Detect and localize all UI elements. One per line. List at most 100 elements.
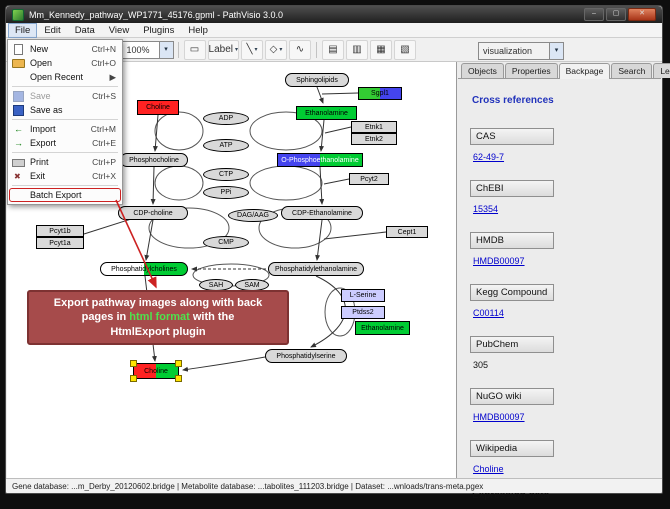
pathway-node-cdp-ethanolamine[interactable]: CDP-Ethanolamine bbox=[281, 206, 363, 220]
menu-separator bbox=[12, 119, 118, 120]
connector-tool-icon: ∿ bbox=[295, 44, 305, 55]
menu-view[interactable]: View bbox=[108, 24, 130, 36]
node-label: SAM bbox=[244, 281, 260, 289]
connector-tool-button[interactable]: ∿ bbox=[289, 39, 311, 60]
pathway-node-cmp[interactable]: CMP bbox=[203, 236, 249, 249]
export-icon bbox=[12, 138, 26, 149]
zoom-combobox[interactable]: 100% ▾ bbox=[121, 40, 174, 59]
chevron-down-icon[interactable]: ▾ bbox=[254, 47, 258, 53]
tab-backpage[interactable]: Backpage bbox=[558, 63, 611, 79]
align-vertical-button[interactable]: ▥ bbox=[346, 39, 368, 60]
reference-link[interactable]: HMDB00097 bbox=[473, 256, 525, 266]
menu-help[interactable]: Help bbox=[188, 24, 208, 36]
pathway-node-etnk1[interactable]: Etnk1 bbox=[351, 121, 397, 133]
distribute-vertical-button[interactable]: ▧ bbox=[394, 39, 416, 60]
pathway-node-choline[interactable]: Choline bbox=[137, 100, 179, 115]
pathway-node-sphingolipids[interactable]: Sphingolipids bbox=[285, 73, 349, 87]
pathway-node-phosphocholine[interactable]: Phosphocholine bbox=[120, 153, 188, 167]
chevron-down-icon[interactable]: ▾ bbox=[158, 41, 173, 58]
pathway-node-o-phosphoethanolamine[interactable]: O-Phosphoethanolamine bbox=[277, 153, 363, 167]
tab-properties[interactable]: Properties bbox=[504, 63, 558, 78]
open-icon bbox=[12, 58, 26, 69]
expression-data-heading: Expression data bbox=[472, 490, 550, 501]
pathway-node-ptdss2[interactable]: Ptdss2 bbox=[341, 306, 385, 319]
chevron-down-icon[interactable]: ▾ bbox=[234, 47, 238, 53]
status-text: Gene database: ...m_Derby_20120602.bridg… bbox=[12, 481, 484, 491]
reference-link[interactable]: 62-49-7 bbox=[473, 152, 505, 162]
menu-file[interactable]: File bbox=[8, 22, 38, 38]
pathway-node-l-serine[interactable]: L-Serine bbox=[341, 289, 385, 302]
pathway-node-dag-aag[interactable]: DAG/AAG bbox=[228, 209, 278, 222]
pathway-node-phosphatidylcholines[interactable]: Phosphatidylcholines bbox=[100, 262, 188, 276]
pathway-node-ethanolamine[interactable]: Ethanolamine bbox=[355, 321, 410, 335]
chevron-down-icon[interactable]: ▾ bbox=[279, 47, 283, 53]
menu-shortcut: Ctrl+N bbox=[91, 44, 116, 54]
node-label: Ethanolamine bbox=[361, 324, 404, 332]
file-menu-item-open-recent[interactable]: Open Recent▶ bbox=[9, 70, 121, 84]
app-icon bbox=[12, 8, 24, 21]
tab-legend[interactable]: Legend bbox=[653, 63, 670, 78]
reference-link[interactable]: Choline bbox=[473, 464, 504, 474]
file-menu-item-save-as[interactable]: Save as bbox=[9, 103, 121, 117]
align-horizontal-button[interactable]: ▤ bbox=[322, 39, 344, 60]
toolbar-separator bbox=[177, 41, 179, 58]
label-tool-button[interactable]: Label▾ bbox=[207, 39, 239, 60]
callout-line-3: HtmlExport plugin bbox=[110, 325, 206, 338]
pathway-node-pcyt1a[interactable]: Pcyt1a bbox=[36, 237, 84, 249]
minimize-button[interactable]: – bbox=[584, 8, 604, 21]
reference-link[interactable]: C00114 bbox=[473, 308, 504, 318]
pathway-node-choline[interactable]: Choline bbox=[130, 360, 182, 382]
line-tool-button[interactable]: ╲▾ bbox=[241, 39, 263, 60]
pathway-node-phosphatidylethanolamine[interactable]: Phosphatidylethanolamine bbox=[268, 262, 364, 276]
tab-search[interactable]: Search bbox=[611, 63, 653, 78]
reference-source: Wikipedia bbox=[470, 440, 554, 457]
pathway-node-ethanolamine[interactable]: Ethanolamine bbox=[296, 106, 357, 120]
title-bar[interactable]: Mm_Kennedy_pathway_WP1771_45176.gpml - P… bbox=[6, 6, 662, 23]
pathway-node-etnk2[interactable]: Etnk2 bbox=[351, 133, 397, 145]
pathway-node-ppi[interactable]: PPi bbox=[203, 186, 249, 199]
reference-link[interactable]: HMDB00097 bbox=[473, 412, 525, 422]
shape-tool-button[interactable]: ◇▾ bbox=[265, 39, 287, 60]
selection-handle[interactable] bbox=[130, 360, 137, 367]
pathway-node-pcyt2[interactable]: Pcyt2 bbox=[349, 173, 389, 185]
menu-data[interactable]: Data bbox=[74, 24, 95, 36]
pathway-node-sgpl1[interactable]: Sgpl1 bbox=[358, 87, 402, 100]
file-menu-item-batch-export[interactable]: Batch Export bbox=[9, 188, 121, 202]
gene-product-tool-button[interactable]: ▭ bbox=[183, 39, 206, 60]
tab-objects[interactable]: Objects bbox=[461, 63, 504, 78]
pathway-node-atp[interactable]: ATP bbox=[203, 139, 249, 152]
node-label: DAG/AAG bbox=[237, 212, 269, 219]
pathway-node-adp[interactable]: ADP bbox=[203, 112, 249, 125]
menu-shortcut: Ctrl+X bbox=[92, 171, 116, 181]
visualization-combobox[interactable]: visualization ▾ bbox=[478, 42, 564, 60]
selection-handle[interactable] bbox=[175, 360, 182, 367]
node-label: Phosphatidylserine bbox=[276, 352, 336, 360]
menu-plugins[interactable]: Plugins bbox=[143, 24, 175, 36]
selection-handle[interactable] bbox=[130, 375, 137, 382]
close-button[interactable]: ✕ bbox=[628, 8, 656, 21]
reference-link[interactable]: 15354 bbox=[473, 204, 499, 214]
pathway-node-ctp[interactable]: CTP bbox=[203, 168, 249, 181]
node-label: ADP bbox=[218, 115, 234, 122]
chevron-down-icon[interactable]: ▾ bbox=[549, 43, 563, 59]
node-label: Pcyt2 bbox=[360, 175, 378, 183]
pathway-node-pcyt1b[interactable]: Pcyt1b bbox=[36, 225, 84, 237]
pathway-node-phosphatidylserine[interactable]: Phosphatidylserine bbox=[265, 349, 347, 363]
selection-handle[interactable] bbox=[175, 375, 182, 382]
pathway-node-cept1[interactable]: Cept1 bbox=[386, 226, 428, 238]
maximize-button[interactable]: ▢ bbox=[606, 8, 626, 21]
pathway-node-cdp-choline[interactable]: CDP-choline bbox=[118, 206, 188, 220]
distribute-horizontal-button[interactable]: ▦ bbox=[370, 39, 392, 60]
menu-edit[interactable]: Edit bbox=[44, 24, 61, 36]
